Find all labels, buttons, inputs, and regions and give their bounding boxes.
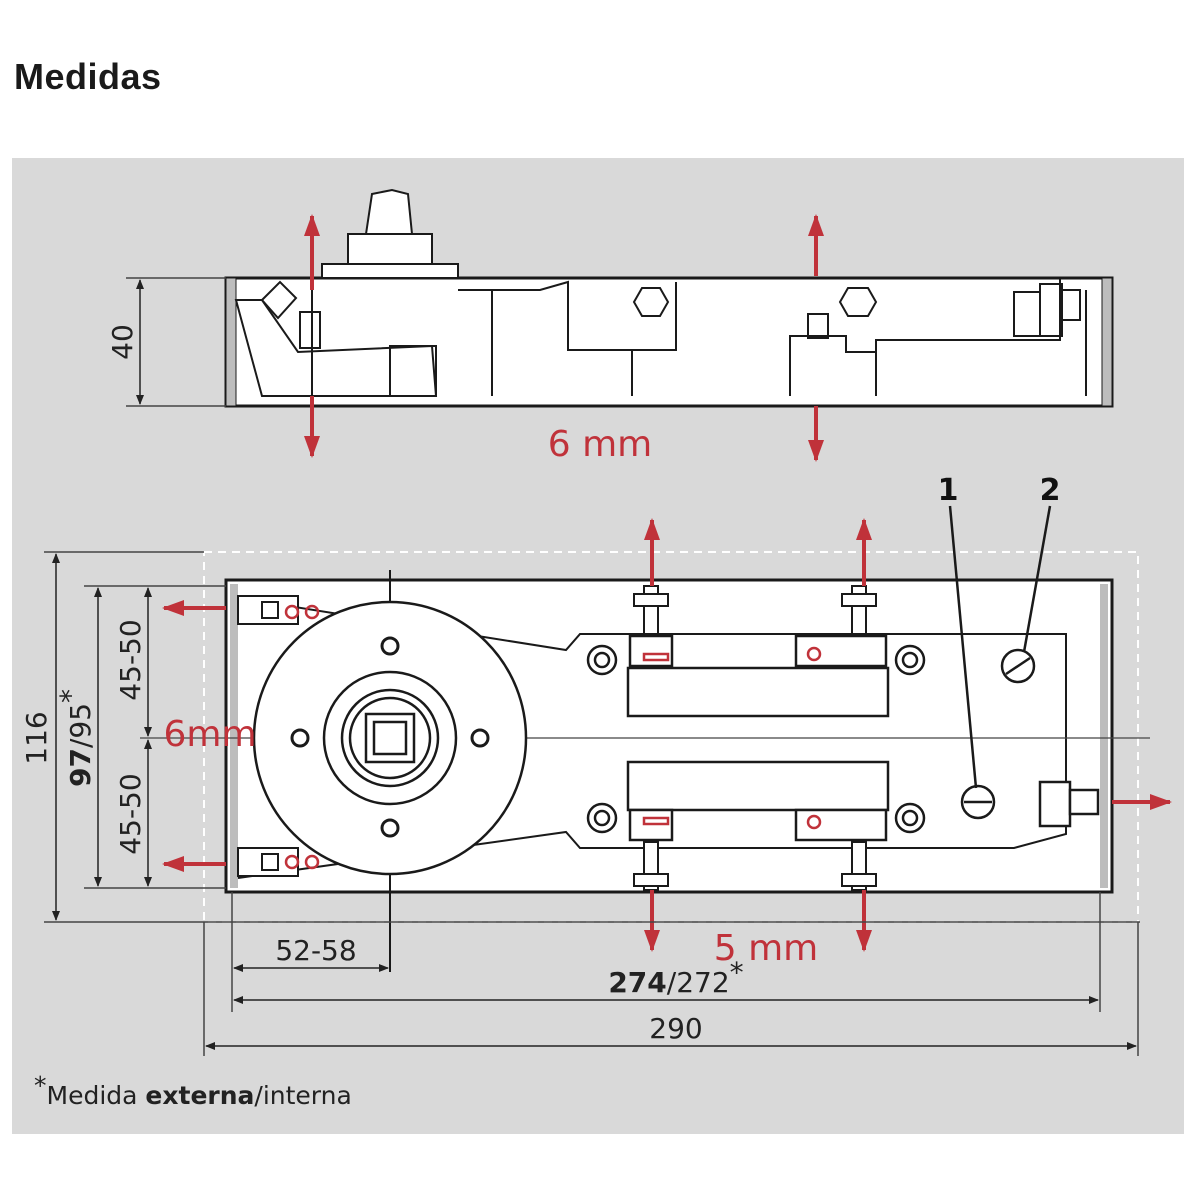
red-marks: [284, 604, 822, 870]
callout-leaders: [948, 505, 1052, 789]
dim-97-95-label: 97/95*: [54, 689, 97, 787]
footnote: *Medida externa/interna: [34, 1071, 352, 1110]
arms: [626, 634, 890, 842]
left-dimension-lines: [44, 551, 1140, 923]
top-adjust-vertical-label: 6mm: [163, 714, 256, 755]
dim-97-star: *: [54, 689, 87, 703]
dim-45-50-bottom: 45-50: [114, 773, 147, 854]
mount-holes: [586, 644, 926, 834]
side-adjust-arrows: [304, 214, 824, 462]
dim-290-label: 290: [649, 1012, 702, 1045]
callout-2: 2: [1040, 473, 1061, 508]
callout-1: 1: [938, 473, 959, 508]
side-view: 40 6 mm: [106, 188, 1114, 465]
dim-40: [126, 277, 226, 407]
dim-274-272-label: 274/272*: [608, 956, 743, 999]
top-adjust-arrows: [162, 518, 1172, 952]
dim-272-rest: /272: [667, 966, 730, 999]
dim-274-bold: 274: [608, 966, 666, 999]
bottom-dimension-lines: [203, 892, 1139, 1056]
dim-40-label: 40: [106, 324, 139, 360]
spindle-disk: [252, 600, 528, 876]
adjust-bolts: [633, 585, 877, 891]
footnote-bold: externa: [145, 1081, 254, 1110]
footnote-star: *: [34, 1071, 47, 1100]
side-body-outline: [224, 276, 1114, 408]
page-title: Medidas: [14, 56, 162, 97]
dim-97-bold: 97: [64, 748, 97, 787]
side-nuts: [632, 287, 878, 317]
adjust-screws: [960, 648, 1100, 828]
dim-95-rest: /95: [64, 703, 97, 748]
side-adjust-label: 6 mm: [548, 424, 652, 465]
dim-45-50-top: 45-50: [114, 619, 147, 700]
dim-52-58-label: 52-58: [275, 934, 356, 967]
side-internal-lines: [234, 278, 1087, 397]
dim-274-star: *: [730, 956, 744, 989]
spindle: [321, 188, 459, 279]
inner-body-outline: [237, 597, 1067, 879]
top-adjust-horizontal-label: 5 mm: [714, 928, 818, 969]
left-dimension-arrows: [52, 553, 152, 921]
footnote-suffix: /interna: [254, 1081, 351, 1110]
dim-116-label: 116: [20, 711, 53, 764]
disk-bolts: [290, 636, 490, 838]
footnote-prefix: Medida: [47, 1081, 146, 1110]
top-view: 1 2 116 97/95* 45-50 45-50 6mm 5 mm: [20, 473, 1172, 1056]
bottom-dimension-arrows: [205, 964, 1137, 1050]
